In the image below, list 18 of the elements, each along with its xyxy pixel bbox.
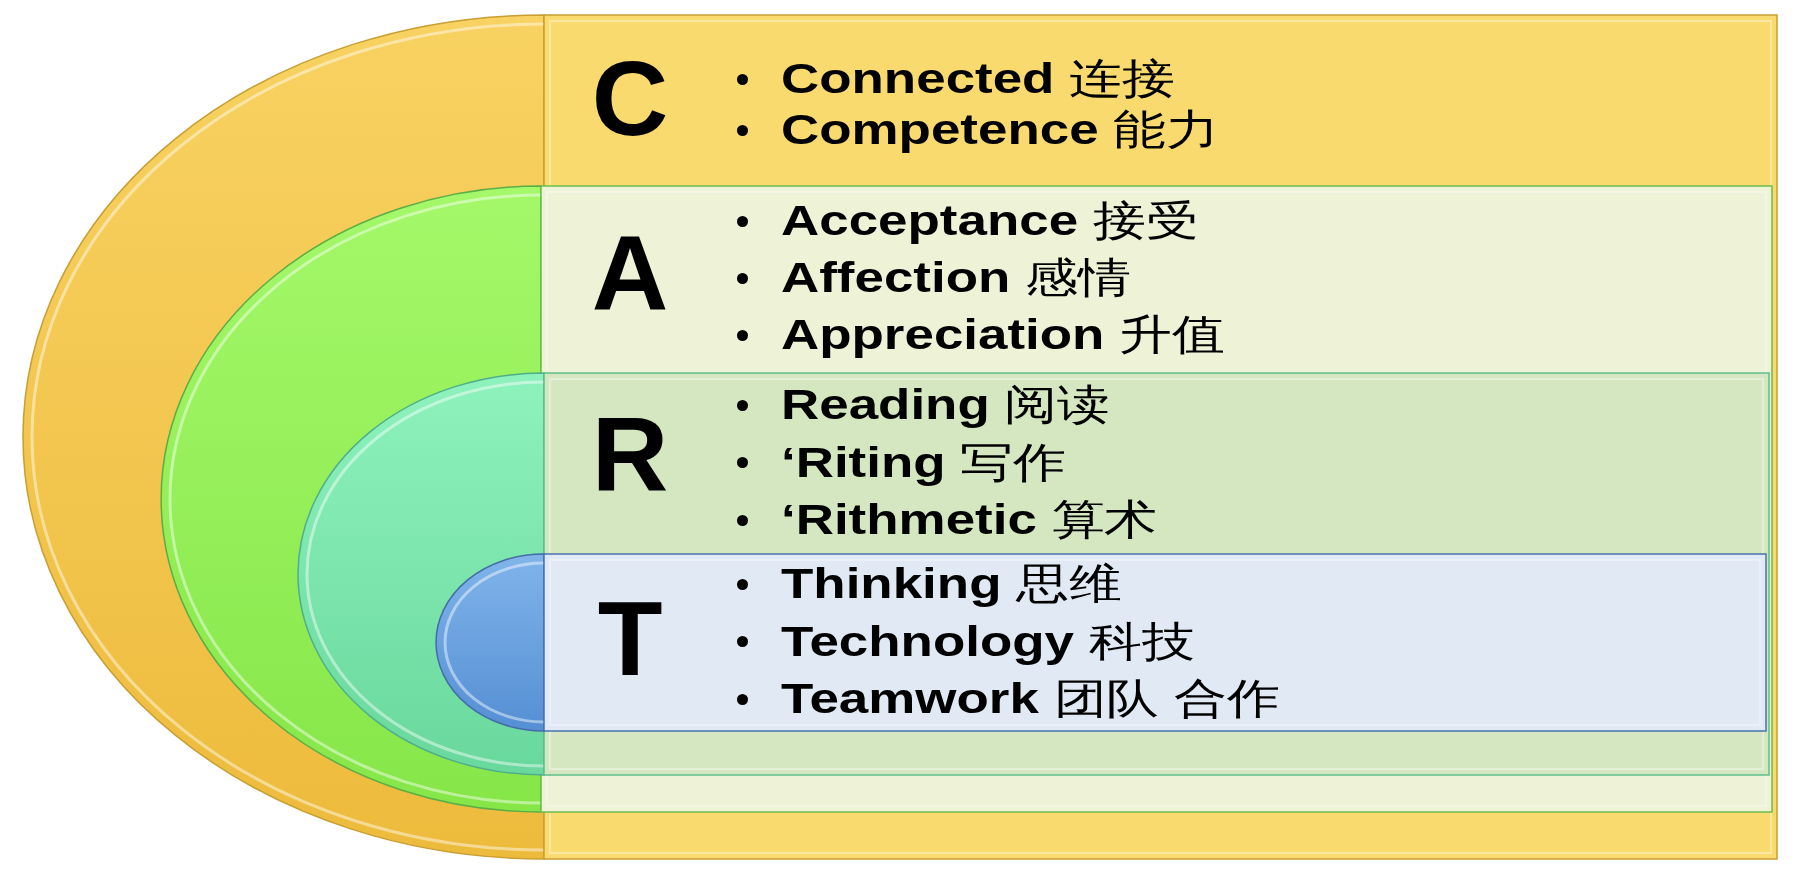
- letter-heading: T: [597, 585, 663, 691]
- letter-heading: R: [591, 401, 669, 507]
- list-item-text: Teamwork 团队 合作: [781, 678, 1280, 720]
- list-item-text: Reading 阅读: [781, 384, 1111, 426]
- list-item-text: Thinking 思维: [781, 563, 1123, 605]
- list-item-text: Connected 连接: [781, 58, 1175, 100]
- nested-panel: [22, 14, 1778, 860]
- list-item-text: Appreciation 升值: [781, 314, 1225, 356]
- nested-panel: [160, 185, 1773, 813]
- list-item-text: Technology 科技: [781, 620, 1195, 663]
- nested-panel: [297, 372, 1770, 776]
- letter-heading: C: [591, 45, 669, 151]
- list-item-text: ‘Riting 写作: [781, 441, 1067, 484]
- list-item-text: Acceptance 接受: [781, 200, 1199, 242]
- list-item-text: Competence 能力: [781, 109, 1220, 151]
- list-item-text: ‘Rithmetic 算术: [781, 499, 1158, 541]
- letter-heading: A: [591, 220, 669, 326]
- list-item-text: Affection 感情: [781, 257, 1131, 299]
